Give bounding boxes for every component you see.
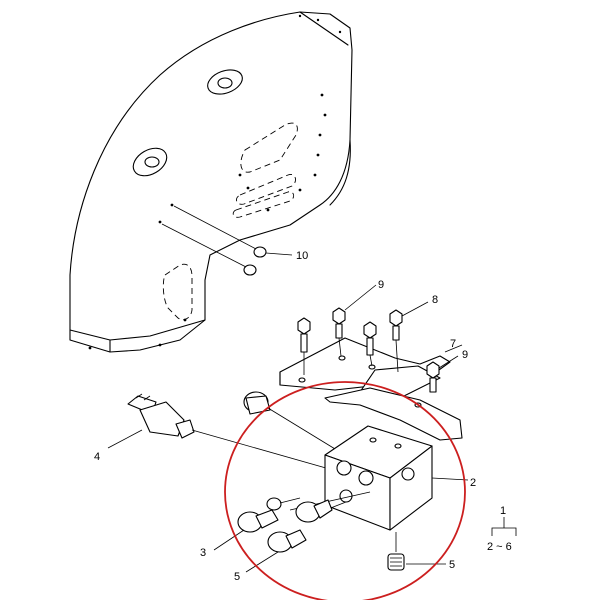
part-5-plug-b bbox=[295, 499, 333, 523]
part-7-bracket bbox=[279, 337, 463, 441]
part-9-bolt-right bbox=[426, 355, 459, 393]
callout-8: 8 bbox=[432, 294, 438, 306]
callout-3: 3 bbox=[200, 547, 206, 559]
part-4-valve bbox=[107, 393, 341, 473]
part-5-plug-a bbox=[245, 529, 307, 573]
fitting-left bbox=[243, 391, 341, 453]
part-10-screws bbox=[161, 205, 293, 276]
callout-1-range: 2 ~ 6 bbox=[487, 541, 512, 553]
callout-5-right: 5 bbox=[449, 559, 455, 571]
fender-cover bbox=[69, 11, 353, 353]
assembly-bracket-symbol bbox=[491, 517, 517, 536]
part-2-valve-block bbox=[289, 425, 469, 531]
part-bolt-mid bbox=[363, 321, 377, 367]
part-9-bolt-left bbox=[297, 317, 311, 375]
part-9-bolt-center bbox=[332, 284, 377, 357]
callout-9-top: 9 bbox=[378, 279, 384, 291]
callout-10: 10 bbox=[296, 250, 308, 262]
callout-5-left: 5 bbox=[234, 571, 240, 583]
part-8-bolt bbox=[389, 301, 429, 373]
callout-7: 7 bbox=[450, 338, 456, 350]
highlight-circle bbox=[224, 381, 466, 600]
callout-9-right: 9 bbox=[462, 349, 468, 361]
part-5-plug-bottom bbox=[387, 532, 446, 571]
callout-2: 2 bbox=[470, 477, 476, 489]
callout-4: 4 bbox=[94, 451, 100, 463]
part-3-plug bbox=[213, 497, 301, 551]
fender-mounting-holes bbox=[88, 14, 342, 350]
callout-1: 1 bbox=[500, 505, 506, 517]
